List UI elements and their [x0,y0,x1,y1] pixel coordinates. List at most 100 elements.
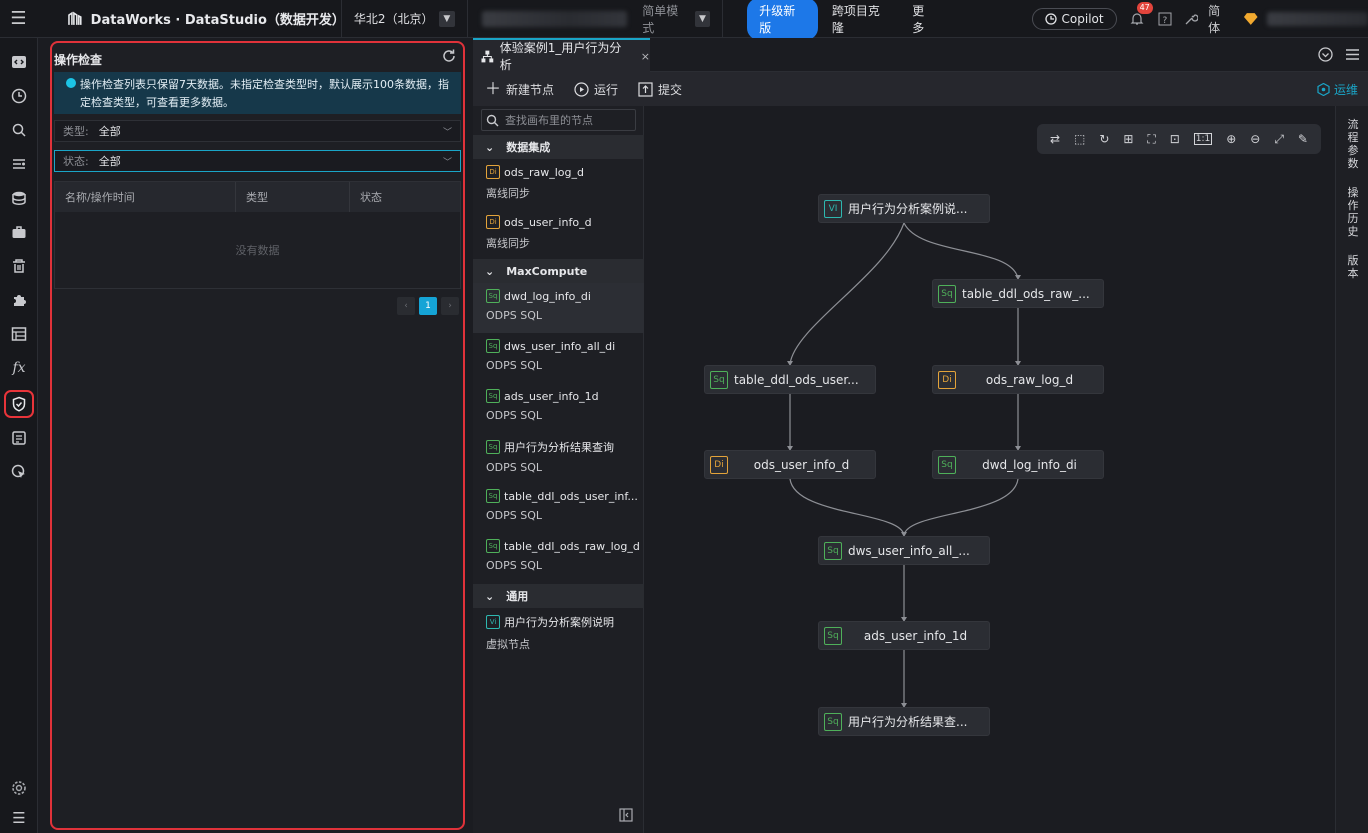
brand-title: DataWorks · DataStudio（数据开发） [90,13,345,28]
zoom-out-icon[interactable]: ⊖ [1250,132,1261,146]
tool-icon [1185,13,1199,24]
group-label: 通用 [506,590,529,603]
refresh-icon[interactable] [441,48,457,67]
gear-icon[interactable] [7,776,31,800]
zoom-in-icon[interactable]: ⊕ [1226,132,1237,146]
sql-icon: Sq [486,440,500,454]
cross-project-clone-link[interactable]: 跨项目克隆 [831,3,880,35]
menu-icon[interactable] [1345,47,1360,62]
copilot-button[interactable]: Copilot [1031,7,1117,30]
notice-text: 操作检查列表只保留7天数据。未指定检查类型时，默认展示100条数据，指定检查类型… [80,78,449,109]
notification-bell-icon[interactable]: 47 [1129,1,1153,28]
hamburger-menu-icon[interactable]: ☰ [10,8,27,29]
run-button[interactable]: 运行 [574,81,618,98]
group-general[interactable]: ⌄通用 [473,584,644,608]
function-icon[interactable]: fx [12,360,26,376]
ops-link[interactable]: 运维 [1317,81,1358,98]
language-switch[interactable]: 简体 [1208,3,1221,35]
flow-params-tab[interactable]: 流程参数 [1347,118,1359,170]
submit-button[interactable]: 提交 [638,81,682,98]
node-label: table_ddl_ods_raw_... [962,286,1090,301]
help-icon[interactable]: ? [1158,12,1172,26]
search-icon[interactable] [7,118,31,142]
fullscreen-icon[interactable]: ⤢ [1274,131,1284,146]
chevron-circle-down-icon[interactable] [1318,47,1333,62]
pagination: ‹ 1 › [397,297,459,315]
table-icon[interactable] [7,322,31,346]
workflow-toolbar: ＋ 新建节点 运行 提交 运维 [473,72,1368,106]
node-type: ODPS SQL [486,509,543,522]
document-icon[interactable] [7,426,31,450]
column-header-status[interactable]: 状态 [360,191,382,204]
node-label: ods_user_info_d [753,457,850,472]
more-link[interactable]: 更多 [912,3,925,35]
trash-icon[interactable] [7,254,31,278]
box-select-icon[interactable]: ⬚ [1074,132,1086,146]
list-icon[interactable] [7,152,31,176]
prev-page-icon[interactable]: ‹ [397,297,415,315]
actual-size-icon[interactable]: 1:1 [1193,133,1213,145]
tab-label: 体验案例1_用户行为分析 [499,41,622,72]
collapse-panel-icon[interactable] [619,808,633,825]
version-tab[interactable]: 版本 [1347,254,1359,280]
group-data-integration[interactable]: ⌄数据集成 [473,135,644,159]
workspace-selector[interactable] [481,10,628,27]
puzzle-icon[interactable] [7,288,31,312]
node-search-input[interactable]: 查找画布里的节点 [481,109,636,131]
close-icon[interactable]: × [640,49,650,63]
center-icon[interactable]: ⊡ [1169,132,1180,146]
search-icon [486,114,499,126]
divider [722,0,724,38]
code-icon[interactable] [7,50,31,74]
diamond-icon[interactable] [1243,11,1259,27]
region-selector[interactable]: 华北2（北京） ▼ [342,10,467,27]
grid-layout-icon[interactable]: ⊞ [1123,132,1134,146]
status-filter-select[interactable]: 状态: 全部 ﹀ [54,150,461,172]
new-node-button[interactable]: ＋ 新建节点 [485,81,554,98]
database-icon[interactable] [7,186,31,210]
format-icon[interactable]: ✎ [1297,132,1308,146]
page-number[interactable]: 1 [419,297,437,315]
briefcase-icon[interactable] [7,220,31,244]
wrench-icon[interactable] [1184,12,1199,26]
next-page-icon[interactable]: › [441,297,459,315]
user-account[interactable] [1266,11,1368,26]
brand[interactable]: DataWorks · DataStudio（数据开发） [37,9,345,28]
cursor-click-icon[interactable] [7,460,31,484]
node-label: ads_user_info_1d [863,628,968,643]
type-filter-select[interactable]: 类型: 全部 ﹀ [54,120,461,142]
swap-icon[interactable]: ⇄ [1049,132,1061,146]
tab-workflow[interactable]: 体验案例1_用户行为分析 × [473,38,650,72]
column-header-type[interactable]: 类型 [236,182,350,212]
column-header-name-time[interactable]: 名称/操作时间 [55,182,236,212]
collapse-menu-icon[interactable]: ☰ [12,809,26,827]
shield-check-icon[interactable] [4,390,34,418]
operation-history-tab[interactable]: 操作历史 [1347,186,1359,238]
clock-icon[interactable] [7,84,31,108]
upgrade-button[interactable]: 升级新版 [747,0,818,40]
refresh-icon[interactable]: ↻ [1099,132,1110,146]
group-maxcompute[interactable]: ⌄MaxCompute [473,259,644,283]
mode-selector[interactable]: 简单模式 ▼ [642,2,711,36]
fit-view-icon[interactable]: ⛶ [1147,131,1156,146]
